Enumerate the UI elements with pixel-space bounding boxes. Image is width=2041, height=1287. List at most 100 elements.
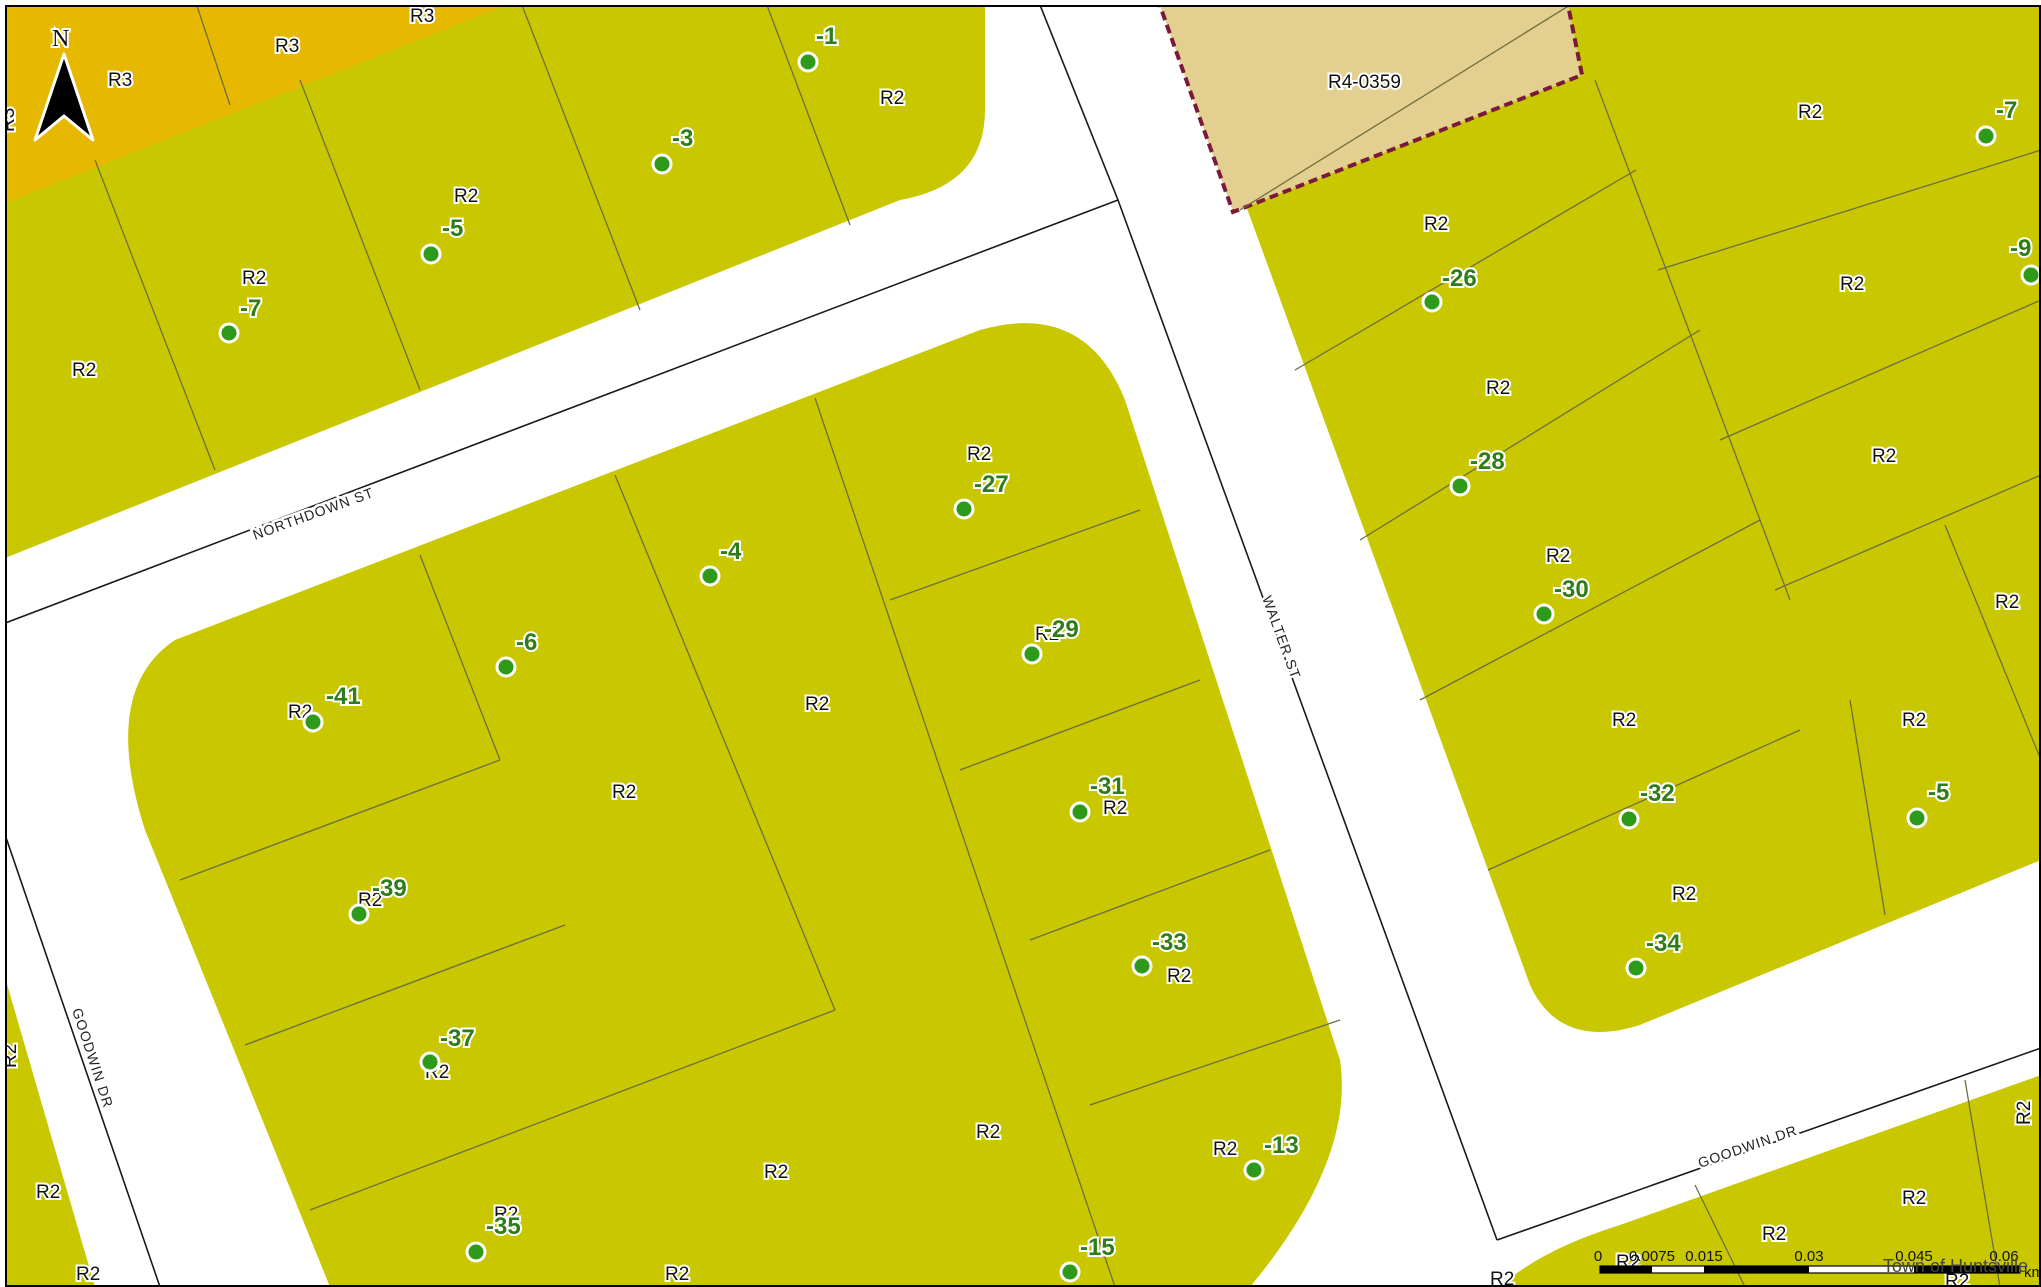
address-label: -5: [1928, 779, 1949, 806]
address-label: -27: [974, 471, 1009, 498]
address-point[interactable]: [1975, 125, 1997, 147]
zone-label: R2: [1213, 1139, 1237, 1160]
address-point[interactable]: [495, 656, 517, 678]
address-point[interactable]: [1449, 475, 1471, 497]
address-point[interactable]: [1421, 291, 1443, 313]
zone-label: R2: [976, 1122, 1000, 1143]
address-point[interactable]: [1533, 603, 1555, 625]
address-point[interactable]: [2020, 264, 2041, 286]
address-label: -1: [816, 23, 837, 50]
scale-tick-label: 0.0075: [1629, 1248, 1675, 1265]
north-arrow: N: [33, 24, 95, 142]
zone-label: R2: [1902, 1188, 1926, 1209]
zone-block-east: [1160, 6, 2041, 1032]
address-label: -41: [326, 683, 361, 710]
scale-tick-label: 0.015: [1685, 1248, 1723, 1265]
address-label: -9: [2010, 235, 2031, 262]
zone-label: R2: [36, 1182, 60, 1203]
address-labels: -1 -3 -5 -7 -7 -9 -26 -28 -30 -32 -34 -5…: [238, 21, 2033, 1263]
address-point[interactable]: [1243, 1159, 1265, 1181]
zone-label: R2: [1546, 546, 1570, 567]
address-point[interactable]: [465, 1241, 487, 1263]
zone-label: R3: [108, 70, 132, 91]
zone-label: R3: [410, 6, 434, 27]
address-point[interactable]: [699, 565, 721, 587]
zone-label: R2: [1672, 884, 1696, 905]
address-point[interactable]: [651, 153, 673, 175]
zone-label: R2: [1486, 378, 1510, 399]
address-point[interactable]: [1625, 957, 1647, 979]
zone-label: R2: [1762, 1224, 1786, 1245]
zone-label: R2: [805, 694, 829, 715]
zone-label: R2: [1490, 1269, 1514, 1287]
map-credit: Town of Huntsville: [1883, 1256, 2028, 1276]
zone-label: R2: [1995, 592, 2019, 613]
address-point[interactable]: [1069, 801, 1091, 823]
parcel-highlight[interactable]: [1158, 0, 1585, 215]
address-point[interactable]: [1906, 807, 1928, 829]
address-point[interactable]: [419, 1051, 441, 1073]
address-label: -5: [442, 215, 463, 242]
zone-label: R2: [880, 88, 904, 109]
zone-block-central: [128, 323, 1342, 1287]
zone-label: R2: [612, 782, 636, 803]
zone-block-southeast: [1500, 1075, 2041, 1287]
address-point[interactable]: [1618, 808, 1640, 830]
scale-tick-label: 0: [1594, 1248, 1602, 1265]
north-arrow-label: N: [52, 26, 69, 52]
zone-label: R2: [494, 1204, 518, 1225]
zone-label: R2: [1035, 624, 1059, 645]
address-label: -28: [1470, 448, 1505, 475]
zone-labels: R3 R3 R3 R3 R2 R2 R2 R2 R2 R2 R2 R2 R2 R…: [0, 6, 2037, 1287]
zone-label: R2: [0, 1044, 21, 1068]
map-frame: [5, 5, 2041, 1287]
address-label: -4: [720, 538, 742, 565]
zone-label: R2: [1840, 274, 1864, 295]
address-point[interactable]: [1131, 955, 1153, 977]
zone-label: R2: [1798, 102, 1822, 123]
address-label: -3: [672, 125, 693, 152]
scale-bar-segment: [1914, 1266, 2019, 1273]
address-label: -30: [1554, 576, 1589, 603]
zone-label: R2: [1612, 710, 1636, 731]
address-label: -37: [440, 1025, 475, 1052]
zone-label: R2: [2014, 1101, 2035, 1125]
address-point[interactable]: [218, 322, 240, 344]
address-point[interactable]: [348, 903, 370, 925]
zone-label: R2: [665, 1264, 689, 1285]
address-label: -15: [1080, 1234, 1115, 1261]
address-point[interactable]: [302, 711, 324, 733]
address-label: -34: [1646, 930, 1681, 957]
lot-lines: [94, 6, 2041, 1287]
address-label: -35: [486, 1213, 521, 1240]
zone-label: R2: [764, 1162, 788, 1183]
zone-label: R2: [76, 1264, 100, 1285]
zone-label: R2: [1902, 710, 1926, 731]
address-point[interactable]: [953, 498, 975, 520]
address-points: [218, 51, 2041, 1283]
scale-tick-label: 0.06: [1989, 1248, 2018, 1265]
address-point[interactable]: [1021, 643, 1043, 665]
zone-label: R2: [1872, 446, 1896, 467]
address-label: -39: [372, 875, 407, 902]
address-point[interactable]: [797, 51, 819, 73]
zone-block-southwest: [6, 980, 95, 1287]
zone-label: R2: [967, 444, 991, 465]
scale-bar-segment: [1600, 1266, 1652, 1273]
address-label: -31: [1090, 773, 1125, 800]
zone-label: R2: [1103, 798, 1127, 819]
zone-label: R2: [72, 360, 96, 381]
address-label: -6: [516, 629, 537, 656]
address-label: -33: [1152, 929, 1187, 956]
zone-label: R2: [242, 268, 266, 289]
address-point[interactable]: [1059, 1261, 1081, 1283]
zone-label: R2: [454, 186, 478, 207]
scale-bar-segment: [1704, 1266, 1809, 1273]
zone-label: R3: [275, 36, 299, 57]
scale-tick-label: 0.045: [1895, 1248, 1933, 1265]
address-point[interactable]: [420, 243, 442, 265]
address-label: -26: [1442, 265, 1477, 292]
